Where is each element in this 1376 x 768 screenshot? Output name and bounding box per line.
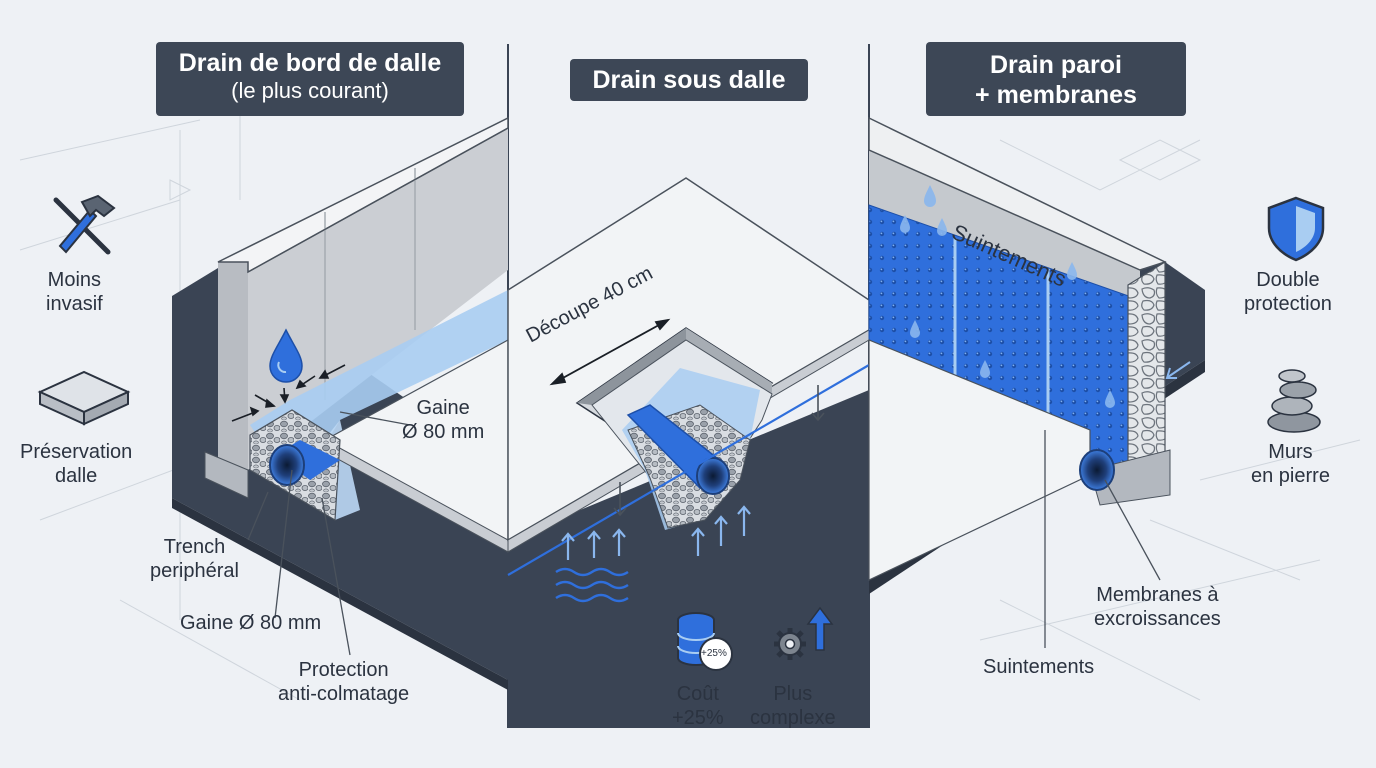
complexe-line2: complexe bbox=[750, 707, 836, 729]
panel2-illustration bbox=[507, 177, 870, 728]
double-protection-line2: protection bbox=[1244, 293, 1332, 315]
panel1-subtitle-text: (le plus courant) bbox=[231, 78, 389, 103]
membranes-line1: Membranes à bbox=[1096, 584, 1219, 606]
complexe-line1: Plus bbox=[773, 683, 813, 705]
panel1-gaine-label: Gaine Ø 80 mm bbox=[180, 612, 322, 634]
panel2-cout-label: Coût +25% bbox=[672, 682, 724, 730]
panel3-suintements-label: Suintements bbox=[983, 656, 1095, 678]
trench-line1: Trench bbox=[163, 536, 226, 558]
panel1-illustration bbox=[172, 116, 509, 690]
gear-icon bbox=[774, 628, 806, 660]
double-protection-label: Double protection bbox=[1244, 268, 1332, 316]
panel1-title: Drain de bord de dalle (le plus courant) bbox=[156, 42, 464, 116]
panel3-title-text: Drain paroi bbox=[990, 51, 1122, 79]
background-guides bbox=[19, 80, 1361, 701]
panel1-title-text: Drain de bord de dalle bbox=[178, 49, 442, 77]
protection-line2: anti-colmatage bbox=[278, 683, 410, 705]
protection-line1: Protection bbox=[298, 659, 389, 681]
panel1-trench-label: Trench periphéral bbox=[150, 535, 239, 583]
panel2-cost-badge: +25% bbox=[701, 648, 727, 659]
gaine-side-line1: Gaine bbox=[416, 397, 470, 419]
panel1-protection-label: Protection anti-colmatage bbox=[278, 658, 409, 706]
membranes-line2: excroissances bbox=[1094, 608, 1221, 630]
hammer-wrench-icon bbox=[53, 194, 116, 255]
moins-invasif-line1: Moins bbox=[47, 269, 102, 291]
panel2-complexe-label: Plus complexe bbox=[750, 682, 836, 730]
water-waves-icon bbox=[555, 567, 629, 603]
cout-line1: Coût bbox=[676, 683, 719, 705]
preservation-line1: Préservation bbox=[20, 441, 133, 463]
panel3-title: Drain paroi + membranes bbox=[926, 42, 1186, 116]
panel2-title: Drain sous dalle bbox=[570, 59, 808, 101]
arrow-up-icon bbox=[806, 606, 834, 651]
cout-line2: +25% bbox=[672, 707, 724, 729]
panel3-subtitle-text: + membranes bbox=[975, 81, 1137, 109]
preservation-line2: dalle bbox=[55, 465, 98, 487]
stones-icon bbox=[1267, 369, 1321, 433]
moins-invasif-line2: invasif bbox=[46, 293, 103, 315]
murs-pierre-label: Murs en pierre bbox=[1251, 440, 1330, 488]
preservation-dalle-label: Préservation dalle bbox=[20, 440, 132, 488]
double-protection-line1: Double bbox=[1256, 269, 1320, 291]
murs-pierre-line2: en pierre bbox=[1251, 465, 1330, 487]
panel2-title-text: Drain sous dalle bbox=[592, 66, 786, 94]
moins-invasif-label: Moins invasif bbox=[46, 268, 103, 316]
shield-icon bbox=[1267, 196, 1325, 262]
panel3-illustration bbox=[868, 116, 1205, 648]
panel1-gaine-side-label: Gaine Ø 80 mm bbox=[402, 396, 484, 444]
database-icon bbox=[677, 612, 733, 671]
gaine-side-line2: Ø 80 mm bbox=[402, 421, 485, 443]
murs-pierre-line1: Murs bbox=[1268, 441, 1313, 463]
trench-line2: periphéral bbox=[150, 560, 239, 582]
slab-icon bbox=[37, 370, 131, 426]
panel3-membranes-label: Membranes à excroissances bbox=[1094, 583, 1221, 631]
